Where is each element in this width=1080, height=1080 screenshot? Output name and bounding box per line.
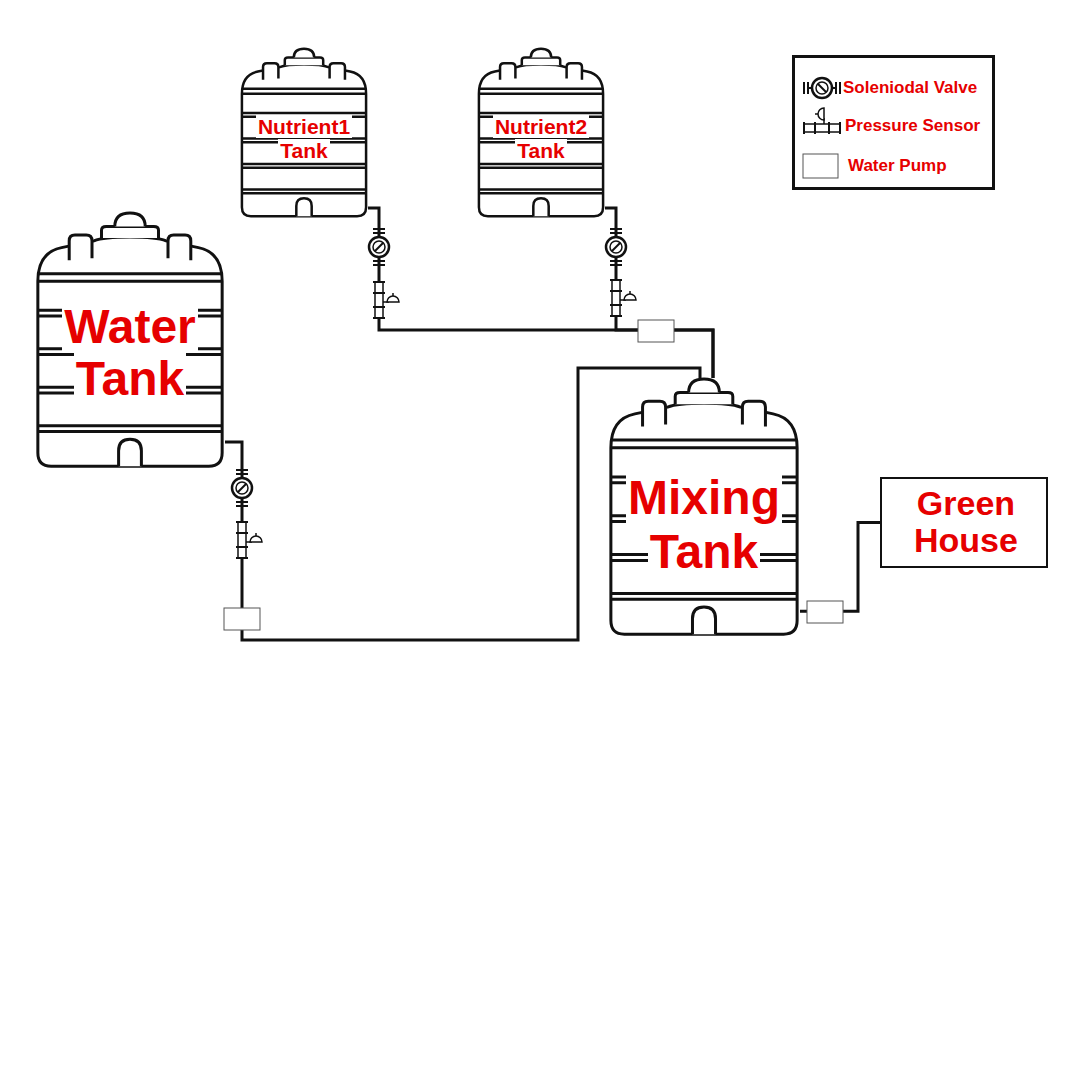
tank-door	[119, 439, 142, 466]
pump-symbol	[807, 601, 843, 623]
tank-knob	[689, 379, 720, 393]
tank-door	[296, 198, 311, 216]
tank-handle	[330, 63, 345, 80]
legend-label: Water Pump	[848, 157, 947, 176]
legend-sensor-symbol	[804, 108, 840, 134]
node-text-group: Green House	[890, 485, 1042, 560]
sensor-symbol	[373, 282, 399, 318]
node-text-line: Mixing Tank	[614, 471, 794, 579]
tank-node: Mixing Tank	[608, 378, 800, 640]
pipe-connector	[605, 208, 713, 378]
tank-body	[38, 237, 222, 466]
node-text-line: Green House	[890, 485, 1042, 560]
tank-node: Nutrient1 Tank	[240, 48, 368, 220]
tank-handle	[643, 401, 666, 426]
tank-knob	[115, 213, 145, 226]
tank-knob	[294, 49, 314, 58]
valve-symbol	[232, 470, 252, 506]
tank-label: Nutrient2 Tank	[493, 115, 589, 162]
tank-handle	[500, 63, 515, 80]
tank-band	[611, 440, 797, 448]
node-text-line: Water Tank	[41, 301, 219, 405]
pump-symbol	[638, 320, 674, 342]
node-text-group: Water Tank	[41, 301, 219, 405]
valve-symbol	[369, 229, 389, 265]
box-label: Green House	[914, 484, 1018, 559]
tank-handle	[168, 235, 191, 260]
tank-body	[611, 403, 797, 634]
tank-band	[242, 89, 366, 94]
node-text-group: Nutrient1 Tank	[246, 115, 362, 163]
valve-symbol	[606, 229, 626, 265]
tank-handle	[567, 63, 582, 80]
tank-lid	[522, 58, 560, 66]
tank-node: Water Tank	[35, 212, 225, 472]
node-text-group: Mixing Tank	[614, 471, 794, 579]
pipe-connector	[800, 523, 880, 612]
tank-handle	[69, 235, 92, 260]
tank-ribs	[479, 113, 603, 193]
legend-label: Soleniodal Valve	[843, 79, 977, 98]
tank-lid	[285, 58, 323, 66]
tank-body	[479, 65, 603, 217]
tank-handle	[742, 401, 765, 426]
sensor-symbol	[610, 280, 636, 316]
pipe-connector	[368, 208, 713, 378]
pump-symbol	[224, 608, 260, 630]
tank-knob	[531, 49, 551, 58]
tank-door	[533, 198, 548, 216]
tank-door	[692, 607, 715, 634]
node-text-group: Nutrient2 Tank	[483, 115, 599, 163]
legend-pump-symbol	[803, 154, 838, 178]
tank-band	[479, 89, 603, 94]
tank-lid	[102, 226, 159, 238]
sensor-symbol	[236, 522, 262, 558]
tank-handle	[263, 63, 278, 80]
tank-lid	[675, 393, 733, 405]
tank-label: Water Tank	[62, 300, 198, 405]
tank-body	[242, 65, 366, 217]
tank-label: Nutrient1 Tank	[256, 115, 352, 162]
legend-valve-symbol	[804, 78, 840, 98]
tank-ribs	[242, 113, 366, 193]
greenhouse-box: Green House	[880, 477, 1048, 568]
node-text-line: Nutrient1 Tank	[246, 115, 362, 163]
tank-label: Mixing Tank	[626, 471, 782, 578]
tank-node: Nutrient2 Tank	[477, 48, 605, 220]
tank-band	[38, 274, 222, 282]
node-text-line: Nutrient2 Tank	[483, 115, 599, 163]
legend-label: Pressure Sensor	[845, 117, 980, 136]
